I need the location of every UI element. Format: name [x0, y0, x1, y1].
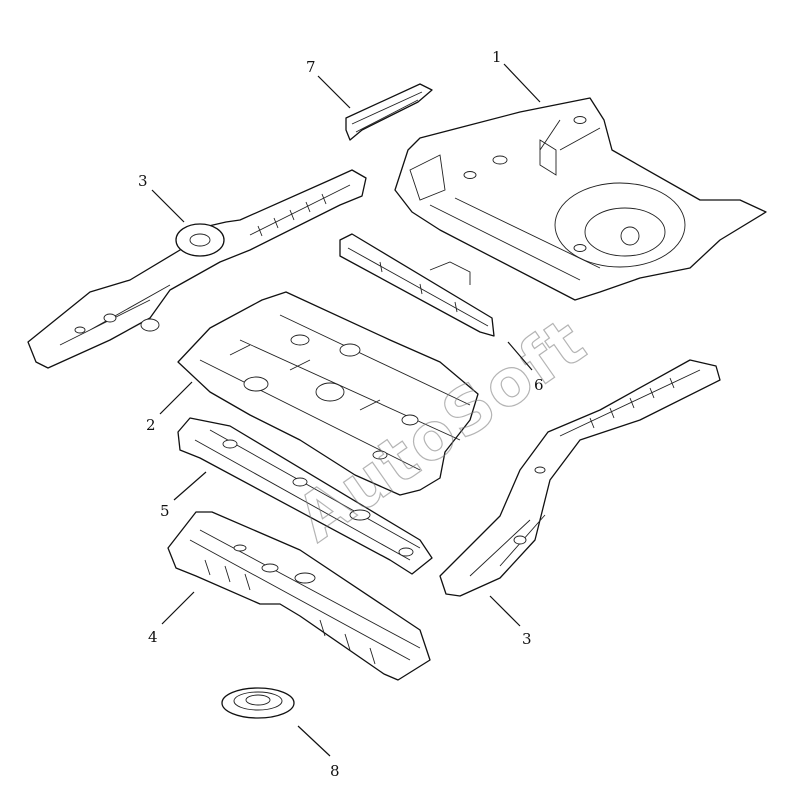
- callout-6: 6: [534, 376, 544, 394]
- callout-2: 2: [146, 416, 156, 434]
- part-2-floor-pan: [177, 291, 479, 496]
- callout-numbers: 1 7 3 6 2 5 3 4 8: [138, 48, 544, 780]
- leader-3-right: [489, 595, 521, 627]
- leader-8: [297, 725, 331, 757]
- leader-1: [503, 63, 541, 103]
- callout-3-left: 3: [138, 172, 148, 190]
- callout-5: 5: [160, 502, 170, 520]
- part-3-left-side-member: [27, 169, 367, 369]
- part-1-rear-floor-pan: [394, 97, 767, 301]
- part-7-bracket: [345, 83, 433, 141]
- leader-4: [161, 591, 195, 625]
- callout-4: 4: [148, 628, 158, 646]
- part-3-right-side-member: [439, 359, 721, 597]
- callout-7: 7: [306, 58, 316, 76]
- part-4-front-floor-member: [167, 511, 431, 681]
- part-6-cross-member: [339, 233, 495, 337]
- leader-7: [317, 75, 351, 109]
- leader-6: [507, 341, 533, 371]
- callout-1: 1: [492, 48, 502, 66]
- callout-8: 8: [330, 762, 340, 780]
- part-8-plug: [221, 687, 295, 719]
- leader-2: [159, 381, 193, 415]
- leader-5: [173, 471, 207, 501]
- callout-3-right: 3: [522, 630, 532, 648]
- leader-3-left: [151, 189, 185, 223]
- leader-lines: [151, 63, 541, 757]
- part-5-reinforcement: [177, 417, 433, 575]
